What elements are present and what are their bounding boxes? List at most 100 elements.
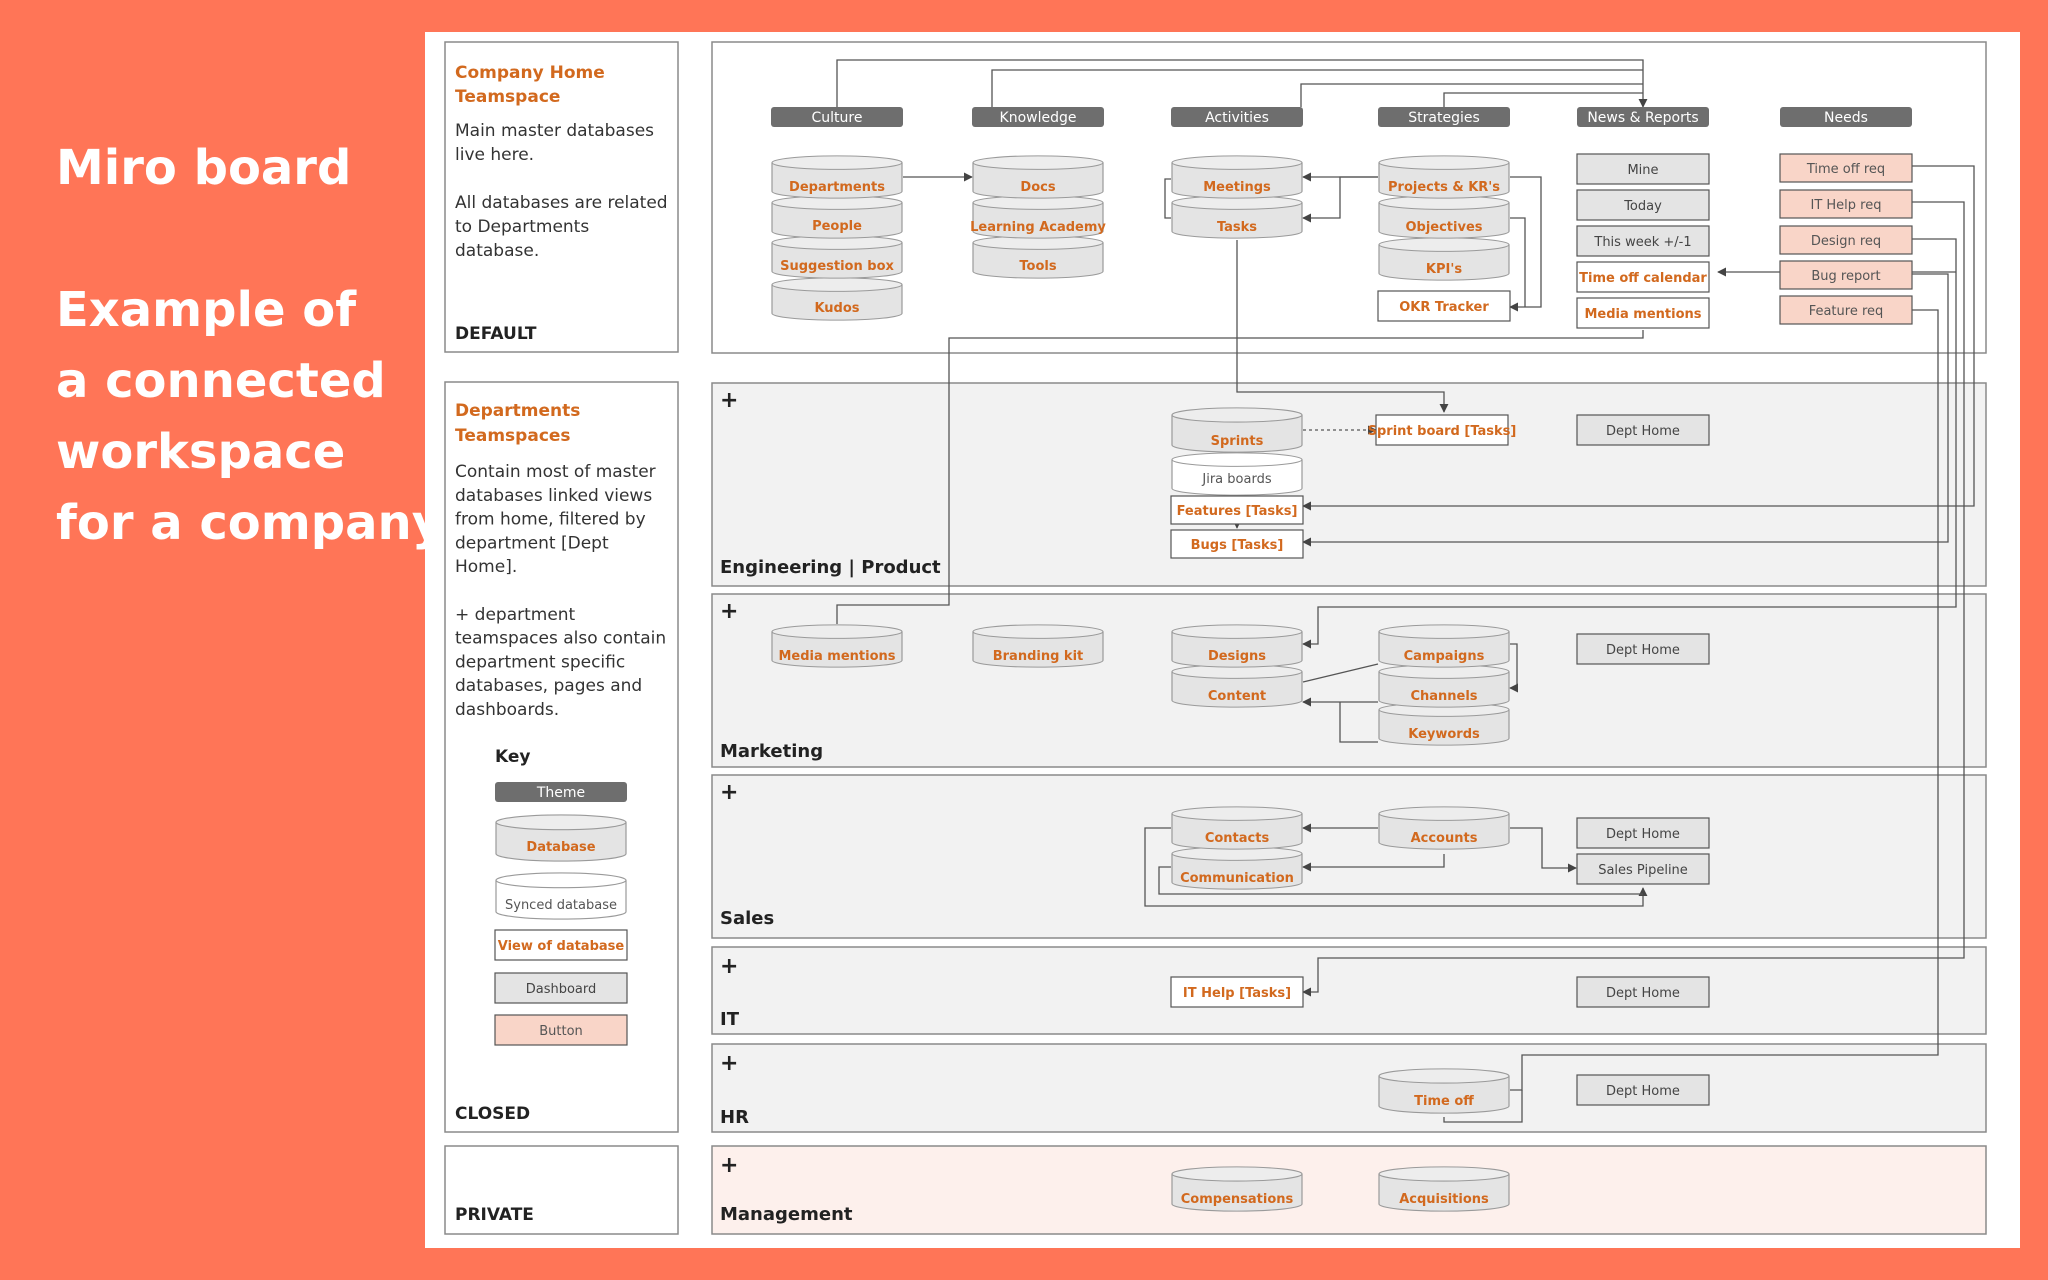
- it-section: [711, 946, 1987, 1035]
- view-sprint-board[interactable]: [1375, 414, 1509, 446]
- button-time-off-req[interactable]: [1779, 153, 1913, 183]
- button-feature-req-label: Feature req: [1809, 304, 1884, 319]
- dashboard-eng-dept-home[interactable]: [1576, 414, 1710, 446]
- theme-strategies[interactable]: [1378, 107, 1510, 127]
- dashboard-this-week-label: This week +/-1: [1593, 235, 1691, 250]
- button-design-req[interactable]: [1779, 225, 1913, 255]
- key-dashboard: [494, 972, 628, 1004]
- view-it-help[interactable]: [1170, 976, 1304, 1008]
- db-kpis-label: KPI's: [1426, 262, 1462, 277]
- description-line: department specific: [455, 652, 625, 672]
- sales-section: [711, 774, 1987, 939]
- db-compensations-label: Compensations: [1181, 1192, 1294, 1207]
- dashboard-sales-pipeline[interactable]: [1576, 853, 1710, 885]
- sales-label: Sales: [720, 908, 774, 929]
- description-line: All databases are related: [455, 193, 668, 213]
- dashboard-sales-dept-home[interactable]: [1576, 817, 1710, 849]
- theme-knowledge[interactable]: [972, 107, 1104, 127]
- theme-needs[interactable]: [1780, 107, 1912, 127]
- view-bugs[interactable]: [1170, 529, 1304, 559]
- heading-line-3: a connected: [56, 353, 386, 409]
- description-line: department [Dept: [455, 533, 609, 553]
- management-add-icon[interactable]: +: [720, 1153, 738, 1178]
- description-line: to Departments: [455, 217, 589, 237]
- dashboard-mkt-dept-home[interactable]: [1576, 633, 1710, 665]
- view-sprint-board-label: Sprint board [Tasks]: [1368, 424, 1517, 439]
- dashboard-eng-dept-home-label: Dept Home: [1606, 424, 1680, 439]
- view-it-help-label: IT Help [Tasks]: [1183, 986, 1291, 1001]
- key-dashboard-label: Dashboard: [526, 982, 597, 997]
- dept-scope: CLOSED: [455, 1104, 530, 1124]
- dashboard-this-week[interactable]: [1576, 225, 1710, 257]
- dashboard-today[interactable]: [1576, 189, 1710, 221]
- engineering-add-icon[interactable]: +: [720, 388, 738, 413]
- view-okr-tracker[interactable]: [1377, 290, 1511, 322]
- db-meetings-label: Meetings: [1203, 180, 1271, 195]
- db-campaigns-label: Campaigns: [1404, 649, 1485, 664]
- db-learning-academy-label: Learning Academy: [970, 220, 1106, 235]
- theme-culture[interactable]: [771, 107, 903, 127]
- description-line: dashboards.: [455, 700, 559, 720]
- button-feature-req[interactable]: [1779, 295, 1913, 325]
- description-line: databases, pages and: [455, 676, 642, 696]
- it-add-icon[interactable]: +: [720, 954, 738, 979]
- theme-news[interactable]: [1577, 107, 1709, 127]
- key-view: [494, 929, 628, 961]
- db-time-off-label: Time off: [1414, 1094, 1474, 1109]
- view-okr-tracker-label: OKR Tracker: [1399, 300, 1489, 315]
- home-area: [711, 41, 1987, 354]
- db-kudos-label: Kudos: [814, 301, 859, 316]
- db-tasks-label: Tasks: [1217, 220, 1257, 235]
- db-tools-label: Tools: [1019, 259, 1056, 274]
- view-features-label: Features [Tasks]: [1177, 504, 1298, 519]
- board-diagram: Company Home Teamspace Main master datab…: [444, 41, 1987, 1235]
- marketing-section: [711, 593, 1987, 768]
- db-departments-label: Departments: [789, 180, 885, 195]
- button-it-help-req-label: IT Help req: [1811, 198, 1882, 213]
- hr-label: HR: [720, 1107, 749, 1128]
- description-line: from home, filtered by: [455, 510, 646, 530]
- description-line: Main master databases: [455, 121, 654, 141]
- dashboard-mine[interactable]: [1576, 153, 1710, 185]
- dashboard-it-dept-home[interactable]: [1576, 976, 1710, 1008]
- view-time-off-calendar-label: Time off calendar: [1579, 271, 1707, 286]
- home-title-1: Company Home: [455, 63, 605, 83]
- key-button-label: Button: [539, 1024, 583, 1039]
- dashboard-today-label: Today: [1623, 199, 1662, 214]
- db-designs-label: Designs: [1208, 649, 1266, 664]
- db-keywords-label: Keywords: [1408, 727, 1480, 742]
- hr-section: [711, 1043, 1987, 1133]
- hr-add-icon[interactable]: +: [720, 1051, 738, 1076]
- db-projects-krs-label: Projects & KR's: [1388, 180, 1500, 195]
- engineering-label: Engineering | Product: [720, 557, 941, 578]
- dashboard-hr-dept-home[interactable]: [1576, 1074, 1710, 1106]
- management-section: [711, 1145, 1987, 1235]
- miro-board[interactable]: Company Home Teamspace Main master datab…: [425, 32, 2020, 1248]
- home-title-2: Teamspace: [455, 87, 560, 107]
- view-time-off-calendar[interactable]: [1576, 261, 1710, 293]
- button-it-help-req[interactable]: [1779, 189, 1913, 219]
- private-scope: PRIVATE: [455, 1205, 534, 1225]
- dashboard-mine-label: Mine: [1627, 163, 1658, 178]
- button-bug-report[interactable]: [1779, 260, 1913, 290]
- heading-line-4: workspace: [56, 424, 346, 480]
- db-people-label: People: [812, 219, 862, 234]
- theme-activities[interactable]: [1171, 107, 1303, 127]
- marketing-add-icon[interactable]: +: [720, 599, 738, 624]
- dashboard-sales-pipeline-label: Sales Pipeline: [1598, 863, 1688, 878]
- theme-strategies-label: Strategies: [1408, 110, 1480, 126]
- key-database-label: Database: [526, 840, 595, 855]
- dashboard-it-dept-home-label: Dept Home: [1606, 986, 1680, 1001]
- db-content-label: Content: [1208, 689, 1266, 704]
- sales-add-icon[interactable]: +: [720, 780, 738, 805]
- view-features[interactable]: [1170, 495, 1304, 525]
- view-media-mentions[interactable]: [1576, 297, 1710, 329]
- key-view-label: View of database: [498, 939, 625, 954]
- db-contacts-label: Contacts: [1205, 831, 1270, 846]
- button-bug-report-label: Bug report: [1811, 269, 1880, 284]
- db-sprints-label: Sprints: [1211, 434, 1264, 449]
- db-objectives-label: Objectives: [1405, 220, 1482, 235]
- dept-title-1: Departments: [455, 401, 580, 421]
- button-time-off-req-label: Time off req: [1806, 162, 1885, 177]
- button-design-req-label: Design req: [1811, 234, 1881, 249]
